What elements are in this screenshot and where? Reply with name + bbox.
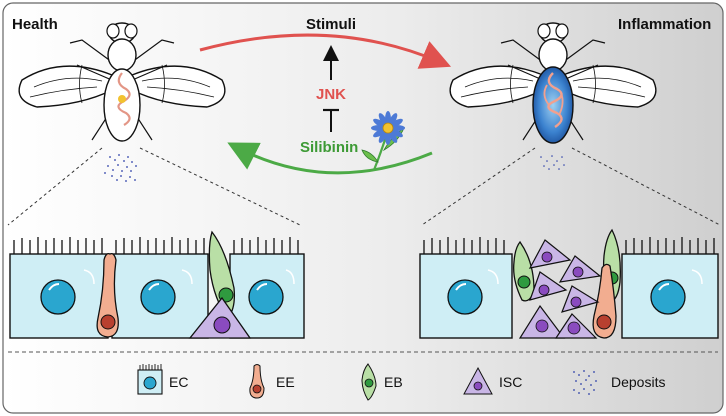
- health-label: Health: [12, 16, 58, 33]
- ec-cell: [621, 237, 719, 339]
- inflamed-epithelium: [419, 228, 719, 339]
- legend-ec-icon: [137, 364, 163, 395]
- ee-cell: [592, 263, 617, 339]
- ee-cell: [96, 252, 119, 338]
- isc-cell: [561, 285, 600, 313]
- stimuli-label: Stimuli: [306, 16, 356, 33]
- isc-cell: [528, 239, 572, 269]
- zoom-line-right-b: [571, 147, 721, 226]
- isc-cell: [529, 271, 568, 301]
- jnk-label: JNK: [316, 86, 346, 103]
- isc-cell: [554, 313, 598, 339]
- zoom-line-left-a: [7, 147, 103, 226]
- ec-cell: [419, 237, 513, 339]
- deposits-healthy: [104, 154, 137, 182]
- stimuli-arrow: [199, 33, 452, 69]
- fly-icon: [449, 22, 657, 144]
- silibinin-label: Silibinin: [300, 139, 358, 156]
- legend-deposits-label: Deposits: [611, 374, 665, 390]
- ec-cell: [111, 237, 209, 339]
- legend-ee-label: EE: [276, 374, 295, 390]
- legend-isc-icon: [463, 366, 493, 395]
- inflammation-label: Inflammation: [618, 16, 711, 33]
- deposits-inflamed: [540, 155, 565, 170]
- zoom-line-right-a: [421, 147, 536, 226]
- isc-cell: [518, 304, 566, 339]
- isc-cell: [188, 296, 252, 339]
- legend: EC EE EB ISC Deposits: [137, 363, 665, 401]
- isc-cell: [558, 255, 602, 283]
- fly-icon: [18, 22, 226, 142]
- legend-eb-label: EB: [384, 374, 403, 390]
- legend-deposits-icon: [573, 370, 597, 395]
- legend-isc-label: ISC: [499, 374, 522, 390]
- eb-cell: [513, 240, 535, 302]
- legend-ee-icon: [249, 364, 265, 399]
- healthy-epithelium: [9, 230, 305, 339]
- legend-ec-label: EC: [169, 374, 188, 390]
- flower-icon: [361, 111, 405, 171]
- ec-cell: [229, 237, 305, 339]
- legend-eb-icon: [361, 363, 377, 401]
- silibinin-arrow: [227, 142, 433, 175]
